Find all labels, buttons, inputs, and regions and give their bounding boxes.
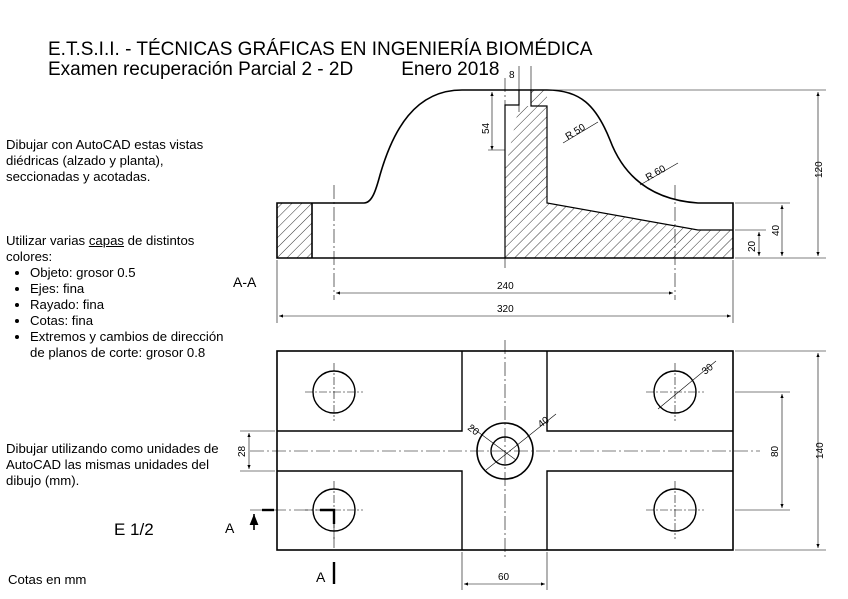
cut-direction-change	[320, 508, 336, 524]
layer-item: Ejes: fina	[30, 281, 236, 297]
cut-label-left: A	[225, 520, 235, 536]
dim-120: 120	[814, 161, 825, 178]
dim-20: 20	[747, 240, 758, 252]
dim-r60: R 60	[644, 163, 668, 183]
units-note: Cotas en mm	[8, 572, 87, 587]
hole-top-right	[646, 363, 704, 421]
exam-date: Enero 2018	[401, 59, 500, 80]
exam-name: Examen recuperación Parcial 2 - 2D	[48, 59, 354, 80]
elevation-view: 8 54 R 50 R 60 120 40 20 240 320	[276, 66, 826, 323]
layer-item: Extremos y cambios de dirección de plano…	[30, 329, 236, 361]
layers-intro-pre: Utilizar varias	[6, 233, 89, 248]
plan-rib	[277, 351, 733, 550]
leader-30	[657, 360, 717, 410]
cut-line-thin	[250, 509, 335, 548]
header-subtitle: Examen recuperación Parcial 2 - 2D Enero …	[48, 60, 499, 80]
elevation-outline	[276, 89, 734, 259]
dim-240: 240	[497, 281, 514, 292]
hole-bottom-right	[646, 481, 704, 539]
dim-54: 54	[481, 122, 492, 134]
hole-top-left	[305, 363, 363, 421]
left-hatch	[277, 203, 312, 258]
instruction-units: Dibujar utilizando como unidades de Auto…	[6, 441, 219, 488]
dim-320: 320	[497, 304, 514, 315]
section-inner-line	[530, 90, 733, 231]
leader-40	[485, 413, 557, 471]
dim-140: 140	[815, 442, 826, 459]
dim-d20: 20	[465, 423, 481, 439]
boss-outer	[476, 422, 534, 480]
layer-item: Cotas: fina	[30, 313, 236, 329]
dim-60: 60	[498, 572, 510, 583]
boss-inner	[490, 436, 520, 466]
scale-label: E 1/2	[114, 520, 154, 539]
dim-28: 28	[237, 445, 248, 457]
layers-list: Objeto: grosor 0.5 Ejes: fina Rayado: fi…	[6, 265, 236, 361]
dim-40: 40	[771, 224, 782, 236]
instruction-views: Dibujar con AutoCAD estas vistas diédric…	[6, 137, 204, 184]
dim-8: 8	[509, 70, 515, 81]
instruction-layers: Utilizar varias capas de distintos color…	[6, 233, 236, 361]
layers-word: capas	[88, 233, 125, 248]
header-title: E.T.S.I.I. - TÉCNICAS GRÁFICAS EN INGENI…	[48, 39, 593, 60]
layer-item: Rayado: fina	[30, 297, 236, 313]
leader-20	[469, 425, 517, 461]
layers-intro-post: de distintos colores:	[6, 233, 195, 264]
center-hatch	[505, 90, 733, 258]
layers-intro: Utilizar varias capas de distintos color…	[6, 233, 236, 265]
layer-item: Objeto: grosor 0.5	[30, 265, 236, 281]
section-label: A-A	[233, 274, 257, 290]
dim-r50: R 50	[564, 122, 588, 143]
dim-d30: 30	[700, 362, 716, 378]
plan-view: 30 20 40 28 80 140 60	[237, 340, 826, 590]
dim-80: 80	[770, 445, 781, 457]
cut-label-bottom: A	[316, 569, 326, 585]
